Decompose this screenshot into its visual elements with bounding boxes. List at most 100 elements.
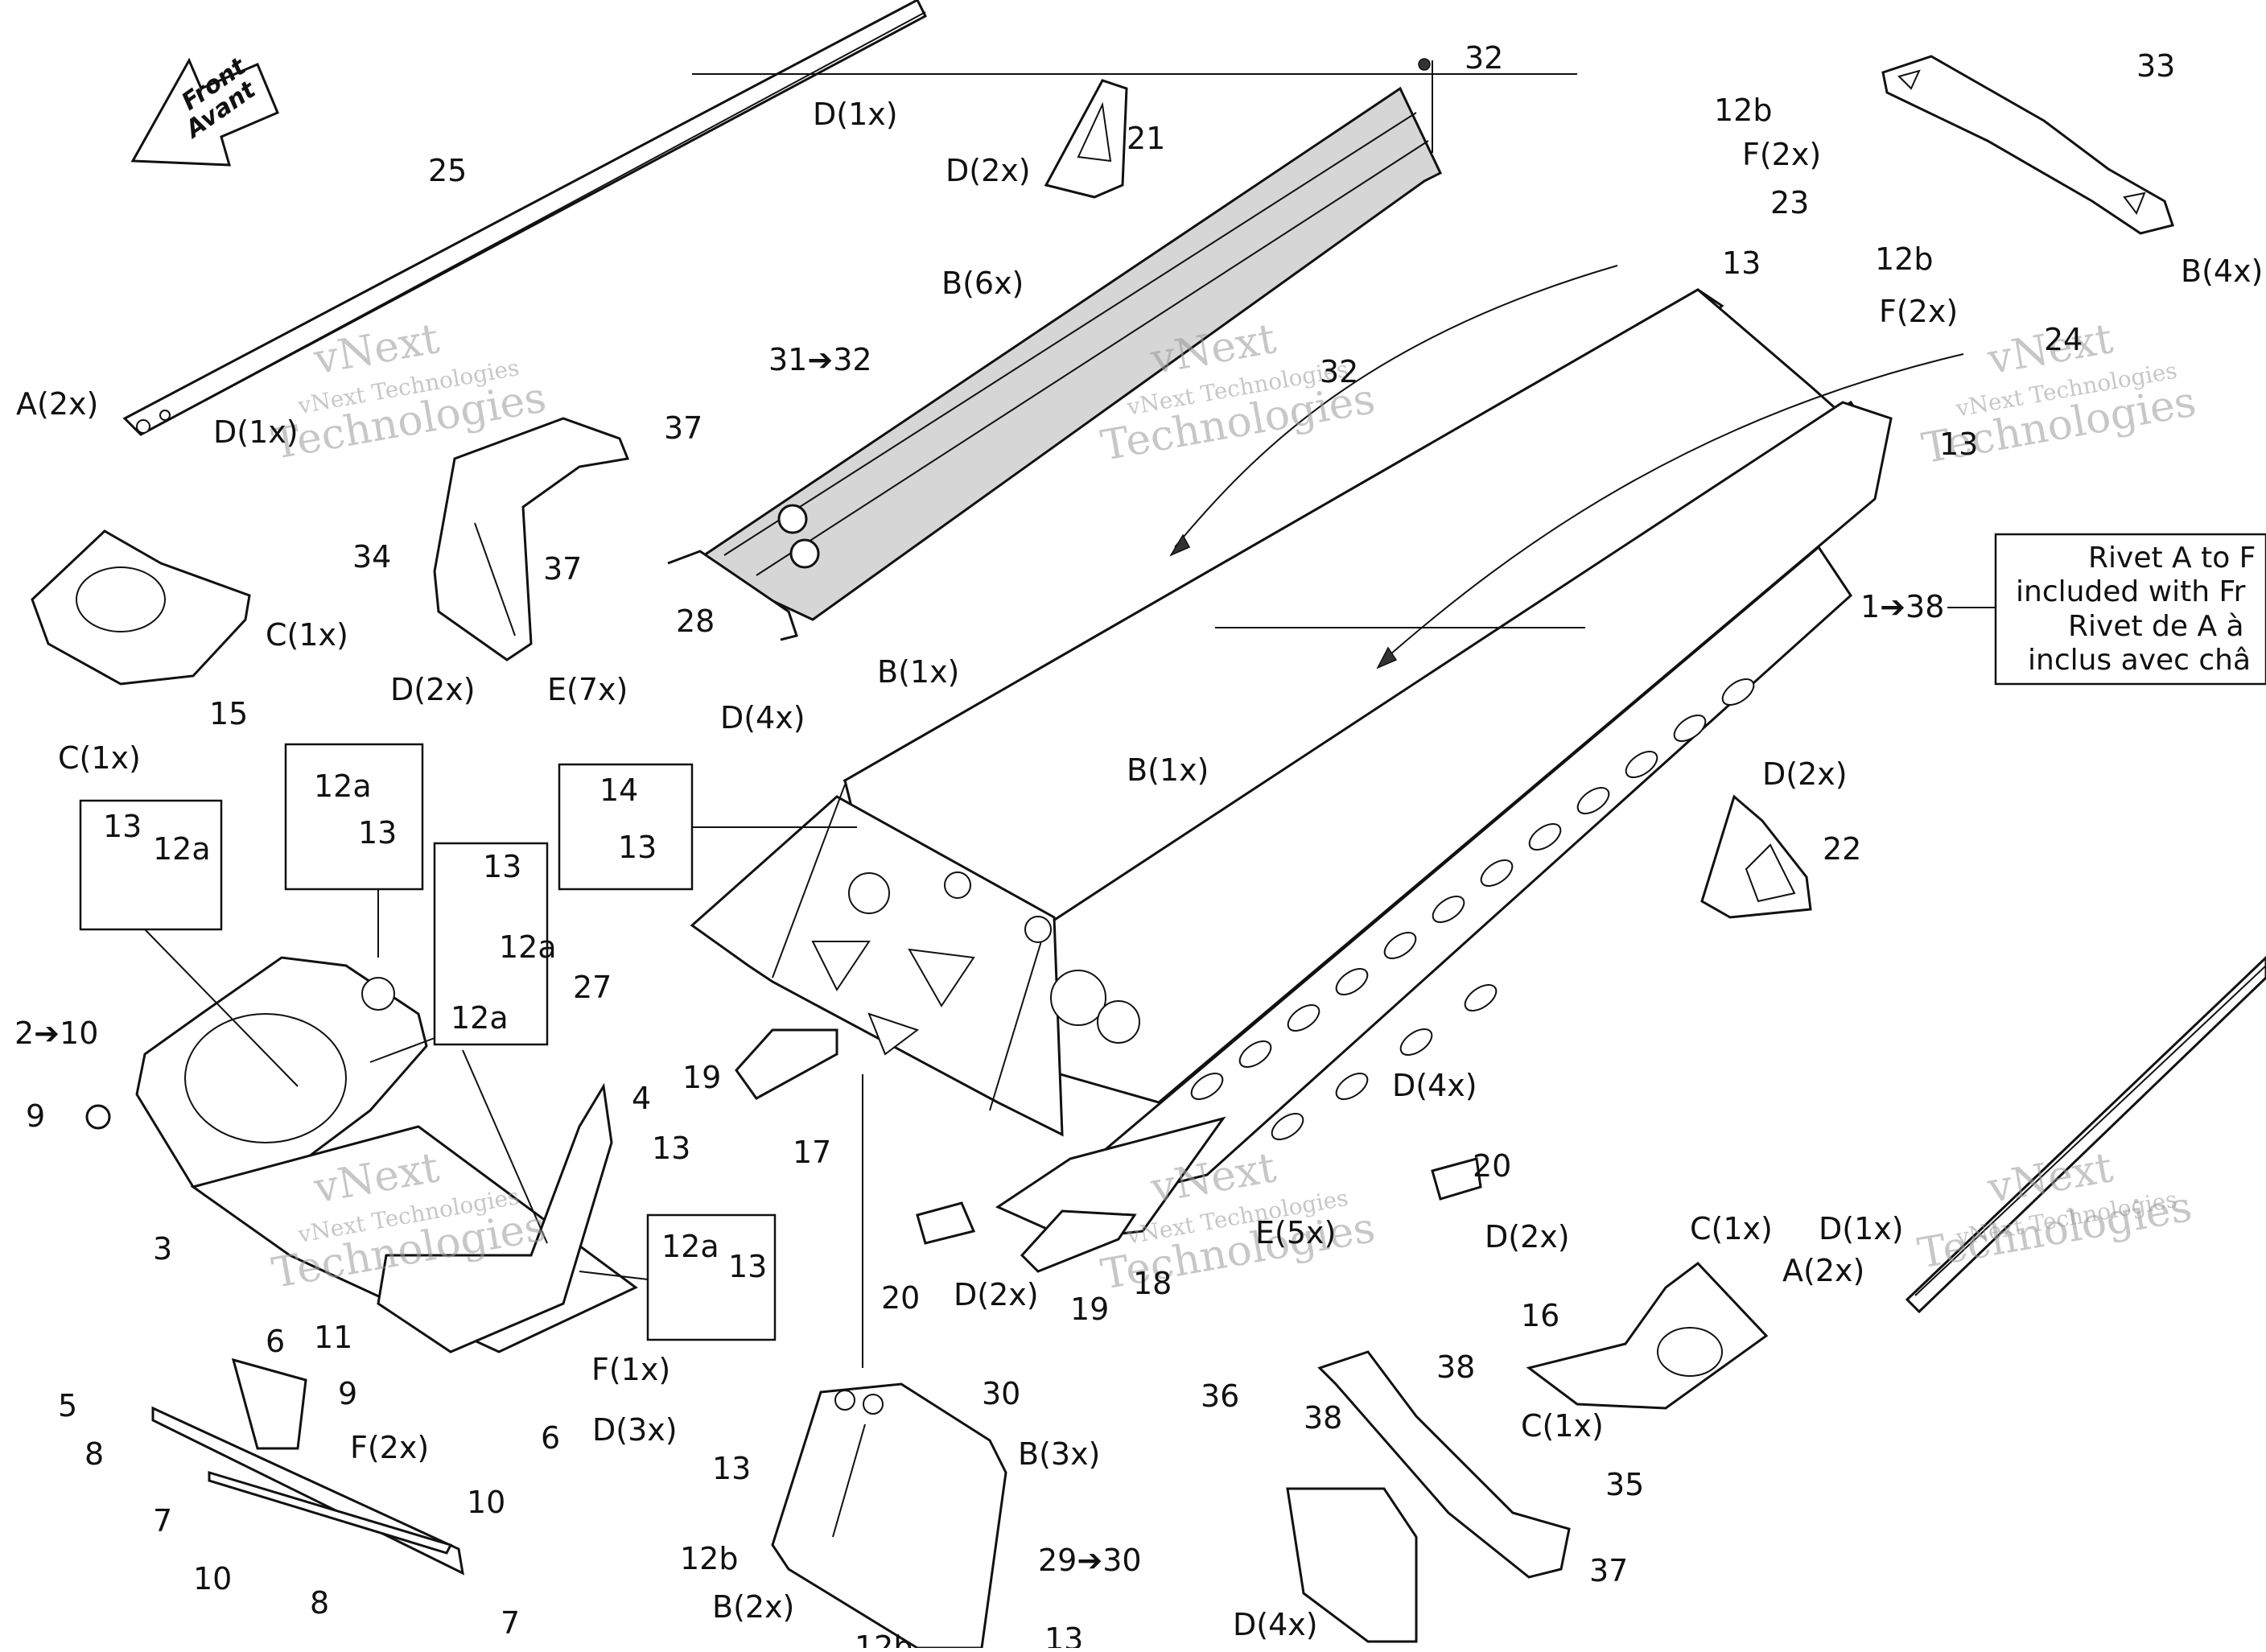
part-label: 36: [1201, 1378, 1239, 1414]
part-label: D(1x): [813, 97, 898, 132]
cover-15: [31, 529, 251, 686]
part-label: 7: [153, 1503, 172, 1539]
part-label: F(1x): [591, 1352, 670, 1387]
note-line-1: Rivet A to F: [2088, 542, 2256, 575]
part-label: A(2x): [1782, 1253, 1864, 1288]
part-label: 13: [483, 849, 521, 884]
part-label: 11: [314, 1320, 352, 1355]
part-label: 19: [682, 1060, 721, 1095]
part-label: A(2x): [16, 386, 98, 422]
part-label: 38: [1304, 1400, 1342, 1436]
part-label: C(1x): [1690, 1211, 1773, 1246]
part-label: 13: [358, 815, 397, 851]
part-label: 13: [618, 830, 657, 865]
part-label: 13: [652, 1131, 690, 1166]
part-label: 35: [1605, 1467, 1644, 1502]
part-label: 22: [1823, 831, 1861, 867]
part-label: 33: [2136, 48, 2175, 84]
note-line-2: included with Fr: [2016, 575, 2246, 608]
part-label: C(1x): [1521, 1408, 1604, 1444]
part-label: 32: [1465, 40, 1503, 76]
part-label: D(1x): [1819, 1211, 1904, 1246]
part-label: 24: [2044, 322, 2083, 357]
bracket-33: [1881, 55, 2174, 235]
part-label: F(2x): [1879, 294, 1958, 329]
note-line-3: Rivet de A à: [2068, 610, 2244, 643]
part-label: 9: [26, 1098, 45, 1134]
watermark-4: vNext vNext Technologies Technologies: [269, 1143, 550, 1298]
footrest-18: [1020, 1209, 1137, 1273]
rail-right: [1905, 955, 2266, 1314]
part-label: B(3x): [1018, 1436, 1100, 1472]
part-label: 18: [1133, 1266, 1172, 1301]
part-label: 1➔38: [1860, 589, 1944, 624]
part-label: 20: [1473, 1148, 1511, 1184]
radiator-29-30: [771, 1074, 1007, 1650]
part-label: 13: [712, 1451, 751, 1486]
bar-5: [151, 1406, 464, 1576]
part-label: 12a: [499, 929, 557, 965]
part-label: D(2x): [1762, 756, 1848, 792]
part-label: D(2x): [946, 153, 1031, 188]
callout-box-13-12a-grid: [433, 842, 549, 1046]
part-label: 5: [58, 1388, 77, 1423]
note-line-4: inclus avec châ: [2028, 644, 2251, 677]
part-label: D(3x): [592, 1412, 678, 1448]
part-label: 13: [1939, 426, 1978, 462]
part-label: 13: [1722, 245, 1761, 281]
gusset-21: [1044, 79, 1128, 199]
part-label: 19: [1070, 1292, 1109, 1327]
part-label: E(5x): [1255, 1215, 1336, 1250]
front-frame-2-10: [85, 956, 638, 1353]
part-label: 8: [310, 1585, 329, 1621]
part-label: 37: [543, 551, 582, 587]
part-label: 6: [541, 1420, 560, 1456]
watermark-6: vNext vNext Technologies Technologies: [1914, 1143, 2195, 1279]
heat-exchanger-31: [667, 58, 1442, 641]
part-label: 8: [84, 1436, 104, 1472]
plate-20-left: [916, 1201, 976, 1245]
callout-box-14-13: [558, 763, 694, 891]
part-label: 20: [881, 1280, 920, 1316]
part-label: D(4x): [720, 700, 805, 735]
part-label: 16: [1521, 1298, 1559, 1333]
part-label: 27: [573, 970, 612, 1005]
footrest-17: [735, 1028, 838, 1100]
part-label: 2➔10: [14, 1016, 98, 1051]
plate-11: [231, 1357, 307, 1450]
part-label: F(2x): [1742, 137, 1821, 172]
part-label: 14: [599, 772, 638, 808]
note-box: [1994, 533, 2266, 686]
part-label: B(4x): [2181, 253, 2263, 289]
part-label: D(4x): [1233, 1607, 1318, 1642]
part-label: 10: [467, 1485, 505, 1520]
part-label: 31➔32: [768, 342, 872, 377]
part-label: 37: [664, 410, 702, 446]
part-label: 3: [153, 1231, 172, 1267]
part-label: 28: [676, 604, 715, 639]
part-label: 17: [793, 1135, 831, 1170]
tunnel-1-38: [690, 265, 1964, 1241]
rail-25: [122, 0, 1577, 436]
part-label: 12a: [451, 1000, 509, 1036]
part-label: 15: [209, 696, 248, 731]
callout-box-13-12a: [79, 799, 223, 931]
part-label: D(4x): [1392, 1068, 1477, 1103]
part-label: B(1x): [1127, 752, 1209, 788]
part-label: 10: [193, 1561, 232, 1596]
part-label: D(2x): [1485, 1219, 1570, 1254]
part-label: 12b: [680, 1541, 738, 1576]
part-label: 25: [428, 153, 467, 188]
front-direction-arrow: Front Avant: [130, 51, 279, 167]
part-label: 29➔30: [1038, 1543, 1142, 1578]
part-label: C(1x): [58, 740, 141, 776]
callout-box-12a-13: [284, 743, 424, 891]
part-label: D(2x): [390, 672, 476, 707]
part-label: 13: [728, 1249, 767, 1284]
part-label: D(1x): [213, 414, 299, 450]
part-label: 23: [1770, 185, 1809, 220]
part-label: 13: [1044, 1621, 1083, 1648]
part-label: E(7x): [547, 672, 628, 707]
